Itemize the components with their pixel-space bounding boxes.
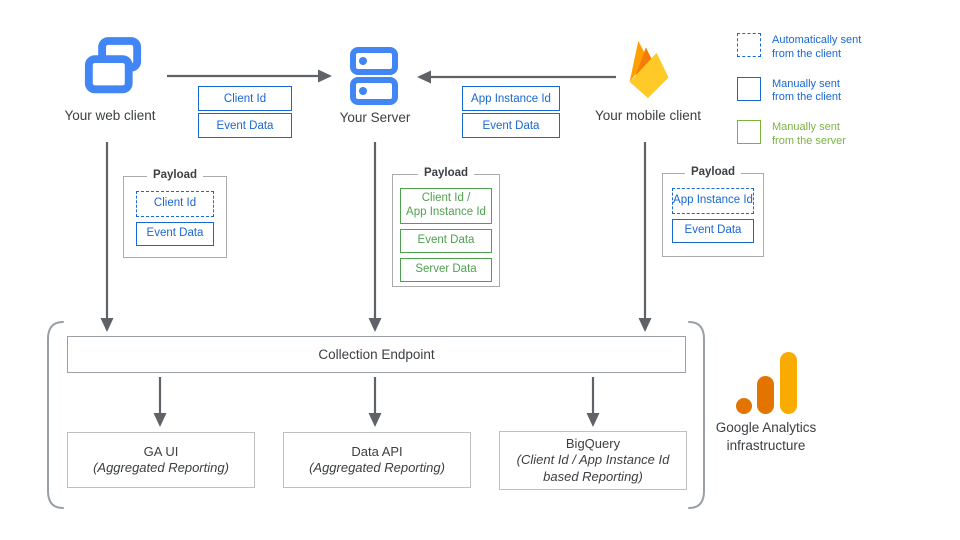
edge-tag-event-data-2: Event Data (462, 113, 560, 138)
edge-tag-app-instance-id: App Instance Id (462, 86, 560, 111)
payload-title: Payload (684, 166, 742, 178)
payload-mobile-client: Payload App Instance Id Event Data (662, 166, 764, 257)
payload-title: Payload (417, 167, 475, 179)
arrow-mobile-to-endpoint (638, 142, 652, 332)
legend-swatch-solid-green (737, 120, 761, 144)
payload-item-client-id: Client Id (136, 191, 214, 217)
arrow-web-to-server (167, 69, 332, 83)
payload-server: Payload Client Id /App Instance Id Event… (392, 167, 500, 287)
output-title: GA UI (143, 443, 179, 459)
bracket-right (688, 321, 705, 509)
output-subtitle: (Aggregated Reporting) (309, 460, 445, 475)
edge-tag-event-data: Event Data (198, 113, 292, 138)
collection-endpoint-box: Collection Endpoint (67, 336, 686, 373)
arrow-mobile-to-server (417, 70, 616, 84)
payload-item-event-data: Event Data (672, 219, 754, 243)
web-client-label: Your web client (64, 108, 156, 123)
output-box-data-api: Data API (Aggregated Reporting) (283, 432, 471, 488)
mobile-client-label: Your mobile client (594, 108, 702, 123)
google-analytics-logo-icon (736, 352, 797, 414)
arrow-server-to-endpoint (368, 142, 382, 332)
payload-item-event-data: Event Data (400, 229, 492, 253)
payload-item-client-or-app-instance-id: Client Id /App Instance Id (400, 188, 492, 224)
legend-swatch-dashed-blue (737, 33, 761, 57)
web-client-icon (84, 37, 142, 94)
payload-web-client: Payload Client Id Event Data (123, 169, 227, 258)
payload-item-server-data: Server Data (400, 258, 492, 282)
payload-item-app-instance-id: App Instance Id (672, 188, 754, 214)
arrow-endpoint-to-gaui (153, 377, 167, 427)
bracket-left (47, 321, 64, 509)
server-label: Your Server (339, 110, 411, 125)
arrow-web-to-endpoint (100, 142, 114, 332)
output-title: Data API (351, 443, 403, 459)
output-box-ga-ui: GA UI (Aggregated Reporting) (67, 432, 255, 488)
payload-title: Payload (146, 169, 204, 181)
google-analytics-infrastructure-label: Google Analytics infrastructure (715, 420, 817, 453)
arrow-endpoint-to-bigquery (586, 377, 600, 427)
output-subtitle: (Client Id / App Instance Id based Repor… (516, 452, 670, 484)
edge-tag-client-id: Client Id (198, 86, 292, 111)
legend-swatch-solid-blue (737, 76, 761, 101)
firebase-icon (629, 40, 669, 99)
arrow-endpoint-to-dataapi (368, 377, 382, 427)
payload-item-event-data: Event Data (136, 222, 214, 246)
server-icon (350, 47, 398, 105)
output-box-bigquery: BigQuery (Client Id / App Instance Id ba… (499, 431, 687, 490)
output-title: BigQuery (565, 436, 621, 452)
output-subtitle: (Aggregated Reporting) (93, 460, 229, 475)
